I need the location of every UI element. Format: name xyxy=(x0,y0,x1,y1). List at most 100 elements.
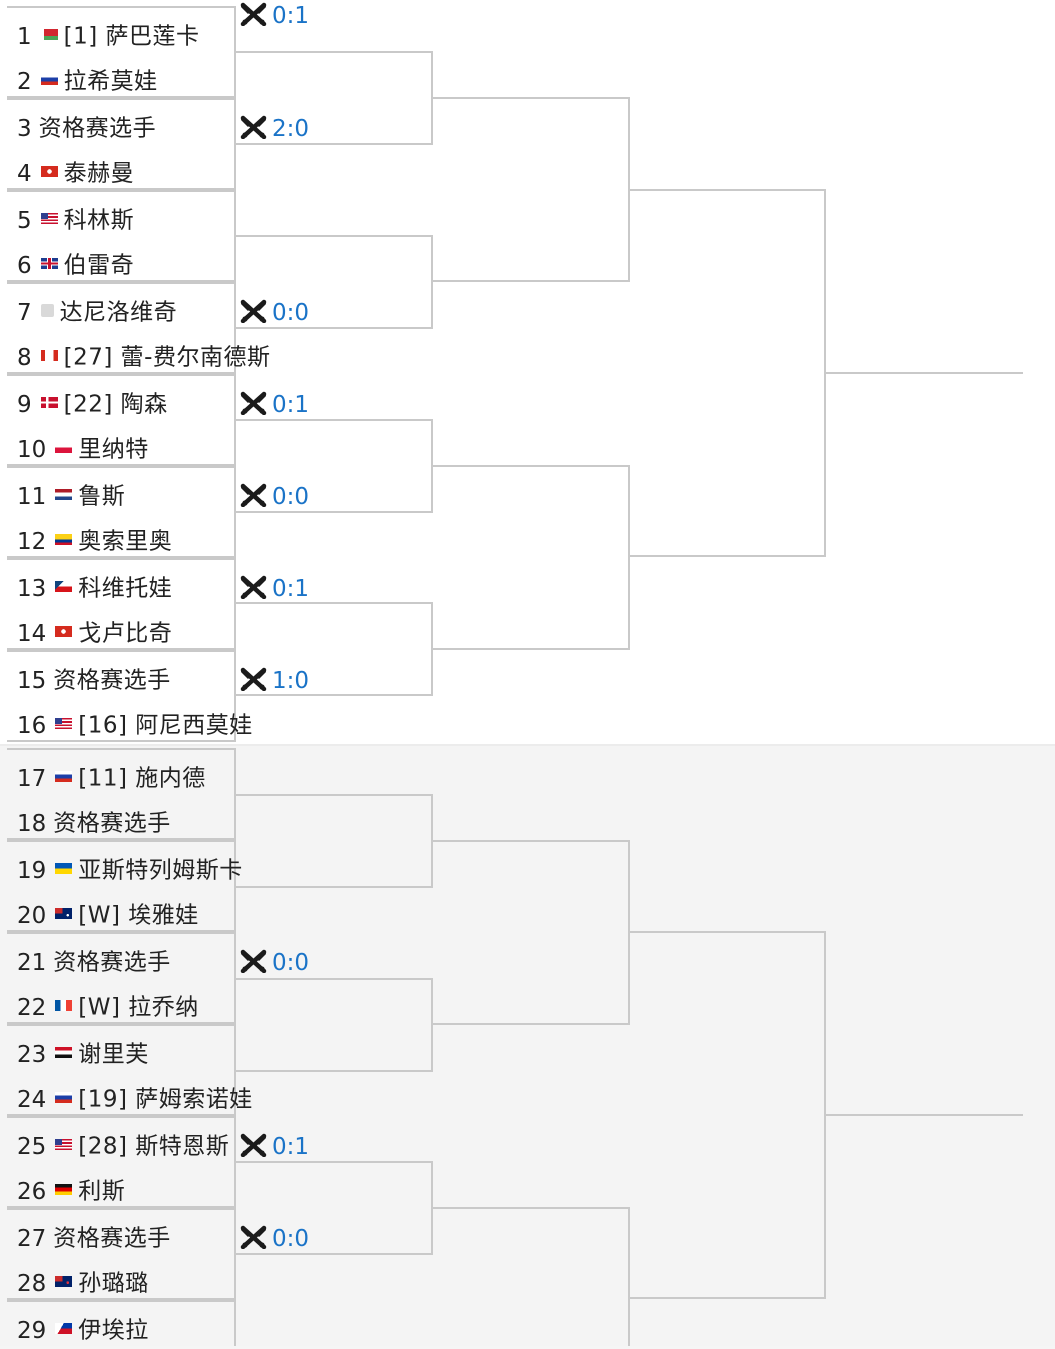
h2h-score[interactable]: 0:1 xyxy=(240,573,309,603)
player-name[interactable]: 泰赫曼 xyxy=(63,160,135,187)
player-name[interactable]: [28] 斯特恩斯 xyxy=(78,1133,230,1160)
player-name[interactable]: [22] 陶森 xyxy=(63,391,168,418)
player-row[interactable]: 4 泰赫曼 xyxy=(17,155,134,191)
player-row[interactable]: 17[11] 施内德 xyxy=(17,760,206,796)
player-name[interactable]: 奥索里奥 xyxy=(78,528,173,555)
h2h-score-value[interactable]: 0:1 xyxy=(272,391,310,418)
player-name[interactable]: 里纳特 xyxy=(78,436,149,463)
player-name[interactable]: [W] 埃雅娃 xyxy=(78,902,199,929)
player-row[interactable]: 20[W] 埃雅娃 xyxy=(17,897,199,933)
player-row[interactable]: 25 [28] 斯特恩斯 xyxy=(17,1128,229,1164)
h2h-score[interactable]: 0:1 xyxy=(240,389,309,419)
player-name[interactable]: [27] 蕾-费尔南德斯 xyxy=(63,344,271,371)
player-name[interactable]: [1] 萨巴莲卡 xyxy=(63,23,200,50)
player-name[interactable]: 戈卢比奇 xyxy=(78,620,173,647)
h2h-score-value[interactable]: 0:1 xyxy=(272,1133,310,1160)
h2h-score-value[interactable]: 0:0 xyxy=(272,483,310,510)
flag-us-icon xyxy=(40,213,58,224)
player-name[interactable]: 伊埃拉 xyxy=(78,1317,149,1344)
h2h-score-value[interactable]: 1:0 xyxy=(272,667,310,694)
seed-number: 4 xyxy=(17,160,32,187)
seed-number: 26 xyxy=(17,1178,47,1205)
player-row[interactable]: 9[22] 陶森 xyxy=(17,386,168,422)
player-name[interactable]: 资格赛选手 xyxy=(53,1225,171,1252)
player-name[interactable]: 资格赛选手 xyxy=(53,949,171,976)
h2h-score-value[interactable]: 2:0 xyxy=(272,115,310,142)
flag-ca-icon xyxy=(40,350,58,361)
player-row[interactable]: 24[19] 萨姆索诺娃 xyxy=(17,1081,253,1117)
player-name[interactable]: [W] 拉乔纳 xyxy=(78,994,199,1021)
h2h-score[interactable]: 0:1 xyxy=(240,0,309,30)
seed-number: 25 xyxy=(17,1133,47,1160)
h2h-score[interactable]: 0:1 xyxy=(240,1131,309,1161)
player-row[interactable]: 1[1] 萨巴莲卡 xyxy=(17,18,200,54)
player-row[interactable]: 8[27] 蕾-费尔南德斯 xyxy=(17,339,270,375)
h2h-score-value[interactable]: 0:0 xyxy=(272,299,310,326)
h2h-score-value[interactable]: 0:1 xyxy=(272,575,310,602)
h2h-score[interactable]: 1:0 xyxy=(240,665,309,695)
h2h-score-value[interactable]: 0:0 xyxy=(272,1225,310,1252)
h2h-score[interactable]: 0:0 xyxy=(240,481,309,511)
player-name[interactable]: 亚斯特列姆斯卡 xyxy=(78,857,243,884)
player-row[interactable]: 26 利斯 xyxy=(17,1173,125,1209)
h2h-score-value[interactable]: 0:1 xyxy=(272,2,310,29)
player-name[interactable]: 鲁斯 xyxy=(78,483,126,510)
player-name[interactable]: [16] 阿尼西莫娃 xyxy=(78,712,253,739)
h2h-score[interactable]: 2:0 xyxy=(240,113,309,143)
player-name[interactable]: 达尼洛维奇 xyxy=(59,299,178,326)
player-name[interactable]: 伯雷奇 xyxy=(63,252,135,279)
player-name[interactable]: 科林斯 xyxy=(63,207,135,234)
player-name[interactable]: [11] 施内德 xyxy=(78,765,206,792)
h2h-score[interactable]: 0:0 xyxy=(240,947,309,977)
player-name[interactable]: 资格赛选手 xyxy=(38,115,157,142)
player-row[interactable]: 22[W] 拉乔纳 xyxy=(17,989,199,1025)
player-name[interactable]: 科维托娃 xyxy=(78,575,173,602)
player-name[interactable]: 利斯 xyxy=(78,1178,126,1205)
player-row[interactable]: 16[16] 阿尼西莫娃 xyxy=(17,707,253,743)
h2h-score-value[interactable]: 0:0 xyxy=(272,949,310,976)
flag-ch-icon xyxy=(40,166,58,177)
match-box[interactable]: 25 [28] 斯特恩斯 26 利斯 xyxy=(7,1116,236,1208)
h2h-score[interactable]: 0:0 xyxy=(240,1223,309,1253)
player-name[interactable]: 资格赛选手 xyxy=(53,810,171,837)
round-3-connector xyxy=(432,97,630,282)
h2h-score[interactable]: 0:0 xyxy=(240,297,309,327)
player-name[interactable]: [19] 萨姆索诺娃 xyxy=(78,1086,253,1113)
player-name[interactable]: 资格赛选手 xyxy=(53,667,171,694)
player-name[interactable]: 谢里芙 xyxy=(78,1041,149,1068)
player-name[interactable]: 孙璐璐 xyxy=(78,1270,149,1297)
player-name[interactable]: 拉希莫娃 xyxy=(63,68,158,95)
